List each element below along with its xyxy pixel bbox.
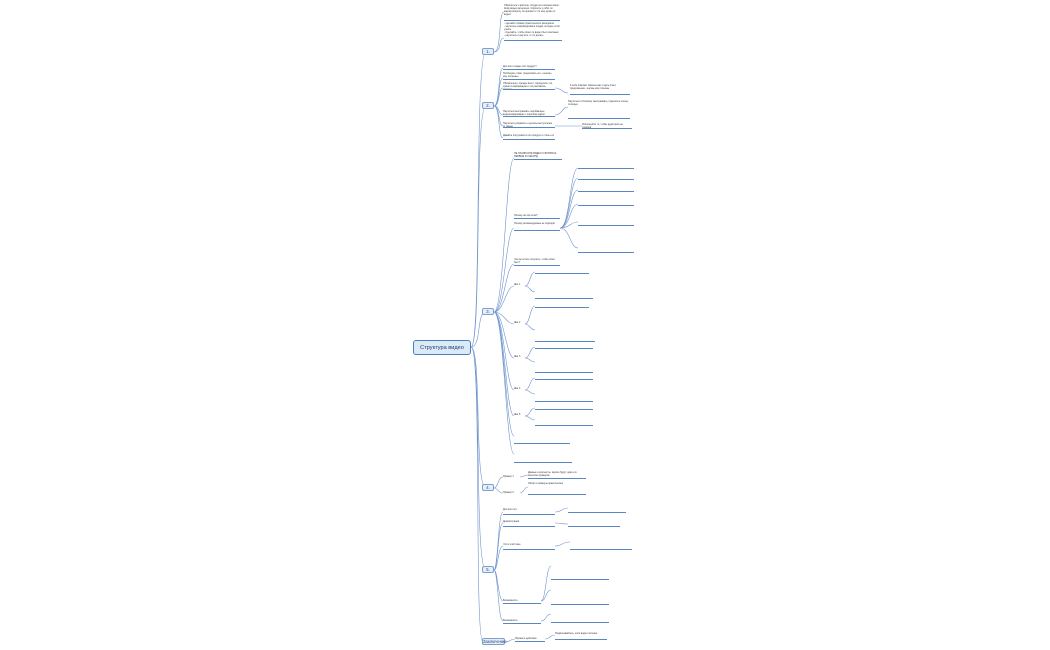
branch5-item-5: Возможность (503, 619, 541, 624)
step-2-detail (535, 311, 595, 342)
example-1-detail: Данные и контексты, короче будут, один и… (528, 471, 586, 479)
branch-node-conclusion[interactable]: Заключение (482, 638, 507, 645)
example-1-label: Пример 1 (503, 475, 514, 478)
step-5-detail (535, 413, 593, 426)
branch2-sub-3: Используйте то, чтобы аудитория не уходи… (582, 123, 632, 129)
step-4-label: Шаг 4 (514, 387, 521, 390)
step-3-label: Шаг 3 (514, 355, 521, 358)
branch3-sub-line-1 (578, 162, 634, 169)
branch3-sub-line-2 (578, 173, 634, 180)
step-2-label: Шаг 2 (514, 321, 521, 324)
example-2-detail: Обзор и примеры практических (528, 482, 586, 495)
branch3-item-4: Что вы хотите получить, чтобы ответ был? (514, 258, 560, 266)
branch5-sub-1 (568, 504, 626, 513)
branch-node-5[interactable]: 5. (482, 566, 494, 573)
branch5-item-3: Что в этой теме (503, 543, 555, 550)
branch1-item-2: - сделайте пример практического материал… (504, 22, 562, 41)
branch5-sub-6 (551, 608, 609, 623)
branch2-item-1: Для кого создан этот продукт? (503, 65, 555, 70)
branch2-item-4: Научиться выстраивать подобающее видеоин… (503, 110, 555, 117)
branch5-sub-2 (568, 520, 620, 527)
step-5-question (535, 406, 593, 410)
branch2-sub-1: К себе поможет вовлечь вас и дать ответ,… (570, 84, 630, 95)
step-1-question (535, 270, 589, 274)
step-1-detail (535, 278, 593, 299)
step-1-label: Шаг 1 (514, 283, 521, 286)
branch-node-1[interactable]: 1. (482, 48, 494, 55)
branch3-item-1: НЕ НАЧИНАЙТЕ ВИДЕО С ВОПРОСА. ПЕРВЫЕ 30 … (514, 152, 562, 160)
conclusion-item-2: Подписывайтесь, если видео полезно (555, 632, 607, 640)
branch3-tail-2 (514, 448, 572, 463)
branch3-tail-1 (514, 430, 570, 444)
step-2-question (535, 304, 589, 308)
branch3-sub-line-6 (578, 240, 634, 253)
branch3-sub-line-4 (578, 198, 634, 206)
branch5-sub-4 (551, 555, 609, 580)
branch5-sub-3 (570, 533, 632, 550)
branch2-item-2: Пообещать ответ, предложить его, «чем вы… (503, 72, 555, 80)
branch3-item-2: Почему ни при этом? (514, 214, 560, 219)
step-3-detail (535, 352, 593, 373)
example-2-label: Пример 2 (503, 491, 514, 494)
conclusion-item-1: Призыв к действию (515, 637, 545, 642)
branch3-item-3: Почему рекомендуемые не подходят (514, 222, 560, 231)
branch-node-3[interactable]: 3. (482, 308, 494, 315)
step-5-label: Шаг 5 (514, 413, 521, 416)
branch5-sub-5 (551, 582, 609, 605)
step-4-question (535, 376, 593, 380)
branch2-item-6: Давайте погрузимся в это продукт и стиль… (503, 134, 555, 140)
branch3-sub-line-3 (578, 184, 634, 192)
branch1-item-1: Обратиться к зрителю: откуда он и скольк… (504, 4, 560, 21)
step-3-question (535, 345, 593, 349)
branch-node-4[interactable]: 4. (482, 484, 494, 491)
branch5-item-1: Для кого это (503, 508, 555, 515)
branch3-sub-line-5 (578, 212, 634, 226)
branch5-item-2: Демонстрация (503, 520, 555, 527)
branch5-item-4: Возможность (503, 599, 541, 604)
branch2-item-5: Научиться управлять и делать выступление… (503, 122, 555, 128)
root-node[interactable]: Структура видео (413, 340, 471, 355)
branch-node-2[interactable]: 2. (482, 102, 494, 109)
step-4-detail (535, 383, 593, 402)
branch2-sub-2: Научиться отличному, выстраивать, принос… (568, 100, 630, 119)
branch2-item-3: Обязательно, прежде всего, определить чт… (503, 82, 555, 90)
